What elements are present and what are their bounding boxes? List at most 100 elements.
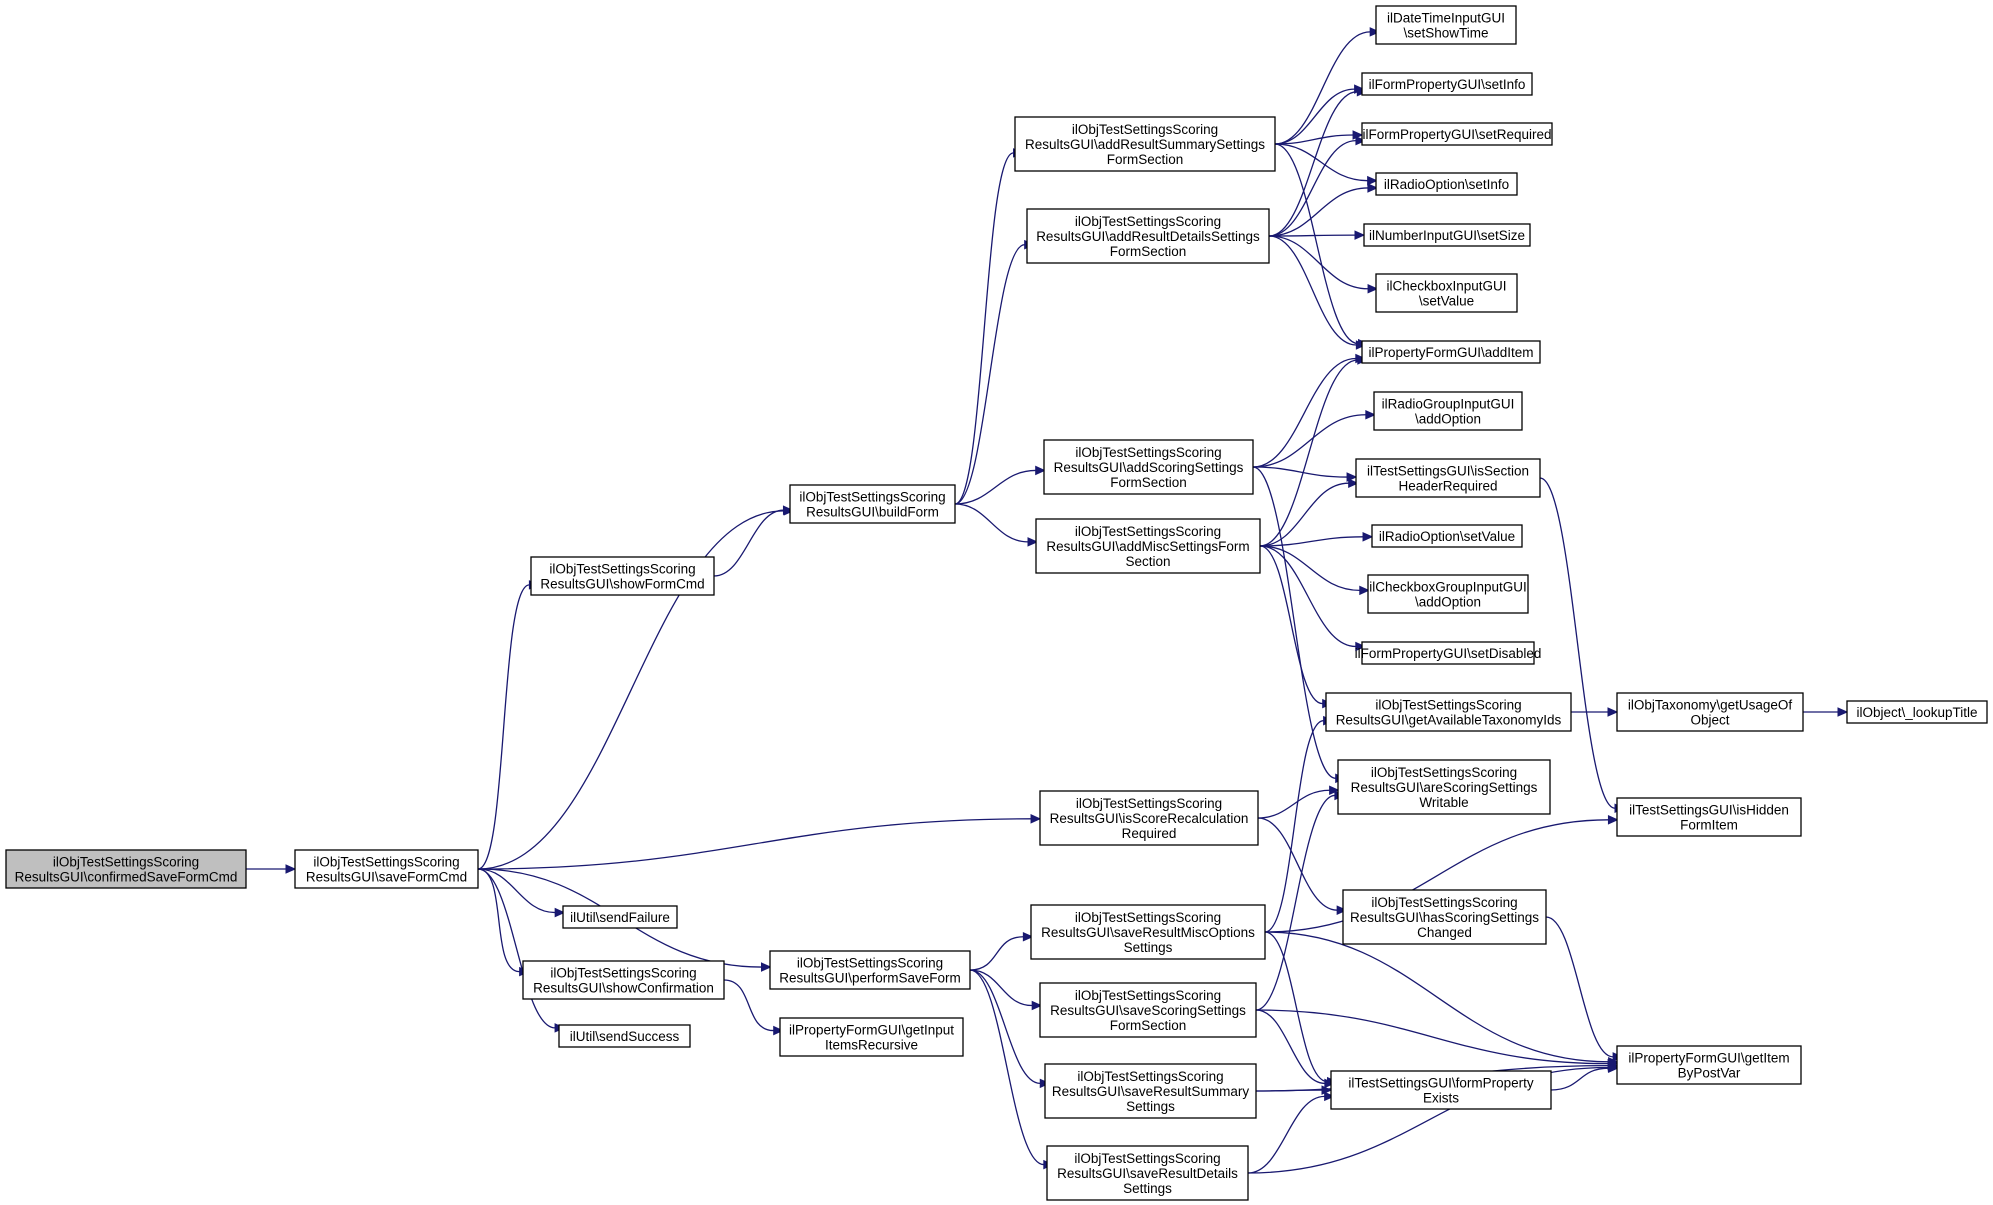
function-node[interactable]: ilObjTestSettingsScoringResultsGUI\getAv… — [1325, 692, 1572, 732]
edge-n17-n33 — [1247, 1091, 1335, 1174]
edge-n33-n36 — [1550, 1063, 1619, 1091]
node-label-line: ResultsGUI\hasScoringSettings — [1350, 910, 1539, 925]
edge-n30-n34 — [1571, 707, 1619, 717]
arrowhead — [1365, 410, 1377, 420]
node-box — [1355, 458, 1541, 498]
edge-line — [1274, 31, 1371, 145]
node-label-line: ilUtil\sendFailure — [570, 910, 670, 925]
node-box — [1342, 889, 1547, 945]
arrowhead — [1035, 465, 1046, 476]
function-node[interactable]: ilFormPropertyGUI\setInfo — [1361, 72, 1533, 96]
function-node[interactable]: ilRadioOption\setInfo — [1375, 172, 1518, 196]
node-label-line: FormSection — [1110, 1018, 1187, 1033]
node-label-line: ResultsGUI\buildForm — [806, 505, 939, 520]
function-node[interactable]: ilObjTestSettingsScoringResultsGUI\perfo… — [769, 950, 971, 990]
node-label-line: FormSection — [1110, 244, 1187, 259]
edge-n11-n24 — [1252, 353, 1367, 468]
function-node[interactable]: ilFormPropertyGUI\setRequired — [1361, 122, 1553, 146]
edge-line — [969, 969, 1033, 1007]
node-box — [1367, 574, 1529, 614]
function-node[interactable]: ilObject\_lookupTitle — [1846, 700, 1988, 724]
function-node[interactable]: ilObjTestSettingsScoringResultsGUI\showF… — [530, 556, 715, 596]
node-box — [1044, 1063, 1257, 1119]
function-node[interactable]: ilObjTestSettingsScoringResultsGUI\hasSc… — [1342, 889, 1547, 945]
arrowhead — [782, 505, 794, 515]
arrowhead — [1022, 931, 1034, 942]
edge-line — [1264, 931, 1328, 1083]
edge-line — [1539, 477, 1616, 809]
edge-n0-n1 — [246, 864, 297, 874]
edge-line — [954, 503, 1029, 543]
node-label-line: ilPropertyFormGUI\getItem — [1628, 1051, 1789, 1066]
function-node[interactable]: ilObjTestSettingsScoringResultsGUI\showC… — [522, 960, 725, 1000]
node-box — [1325, 692, 1572, 732]
node-label-line: ResultsGUI\addScoringSettings — [1054, 460, 1244, 475]
node-label-line: FormItem — [1680, 818, 1738, 833]
node-label-line: ResultsGUI\showConfirmation — [533, 981, 714, 996]
edge-n12-n30 — [1259, 545, 1333, 709]
arrowhead — [1355, 641, 1367, 652]
node-box — [1337, 759, 1551, 815]
edge-line — [1252, 414, 1366, 468]
edge-n14-n33 — [1264, 931, 1338, 1087]
function-node[interactable]: ilObjTestSettingsScoringResultsGUI\saveR… — [1044, 1063, 1257, 1119]
function-node[interactable]: ilObjTestSettingsScoringResultsGUI\isSco… — [1039, 790, 1259, 846]
node-label-line: ilObjTestSettingsScoring — [1077, 1069, 1223, 1084]
edge-line — [954, 244, 1025, 505]
edge-line — [1252, 466, 1336, 779]
arrowhead — [1367, 283, 1379, 294]
function-node[interactable]: ilRadioOption\setValue — [1371, 524, 1523, 548]
function-node[interactable]: ilFormPropertyGUI\setDisabled — [1355, 641, 1542, 665]
edge-line — [477, 584, 530, 870]
node-label-line: Section — [1125, 554, 1170, 569]
function-node[interactable]: ilUtil\sendSuccess — [558, 1024, 691, 1048]
edge-line — [969, 936, 1024, 971]
node-label-line: ilObjTestSettingsScoring — [1375, 698, 1521, 713]
function-node[interactable]: ilUtil\sendFailure — [562, 905, 678, 929]
function-node[interactable]: ilObjTestSettingsScoringResultsGUI\saveR… — [1046, 1145, 1249, 1201]
edge-line — [1247, 1095, 1325, 1174]
arrowhead — [1607, 815, 1619, 825]
node-label-line: \setShowTime — [1403, 26, 1488, 41]
node-box — [1014, 116, 1276, 172]
function-node[interactable]: ilObjTestSettingsScoringResultsGUI\build… — [789, 484, 956, 524]
function-node[interactable]: ilObjTestSettingsScoringResultsGUI\saveS… — [1039, 982, 1257, 1038]
node-label-line: ResultsGUI\confirmedSaveFormCmd — [15, 870, 238, 885]
node-box — [1361, 72, 1533, 96]
function-node[interactable]: ilPropertyFormGUI\addItem — [1361, 340, 1541, 364]
edge-line — [1268, 235, 1357, 346]
function-node[interactable]: ilObjTestSettingsScoringResultsGUI\addRe… — [1026, 208, 1270, 264]
function-node[interactable]: ilCheckboxGroupInputGUI\addOption — [1367, 574, 1529, 614]
node-label-line: ilCheckboxGroupInputGUI — [1369, 580, 1527, 595]
edge-n26-n35 — [1539, 477, 1626, 813]
function-node[interactable]: ilObjTestSettingsScoringResultsGUI\addMi… — [1035, 518, 1261, 574]
edge-n3-n11 — [954, 465, 1046, 505]
edge-n12-n28 — [1259, 545, 1371, 596]
node-label-line: ResultsGUI\saveResultMiscOptions — [1041, 925, 1255, 940]
root-function-node[interactable]: ilObjTestSettingsScoringResultsGUI\confi… — [5, 849, 247, 889]
node-label-line: Writable — [1419, 795, 1468, 810]
edge-n3-n9 — [954, 148, 1024, 505]
arrowhead — [1359, 585, 1371, 596]
edge-line — [1274, 143, 1368, 182]
node-label-line: ilCheckboxInputGUI — [1386, 279, 1506, 294]
function-node[interactable]: ilDateTimeInputGUI\setShowTime — [1375, 5, 1517, 45]
function-node[interactable]: ilObjTestSettingsScoringResultsGUI\addRe… — [1014, 116, 1276, 172]
arrowhead — [1837, 707, 1849, 717]
function-node[interactable]: ilRadioGroupInputGUI\addOption — [1373, 391, 1523, 431]
function-node[interactable]: ilObjTestSettingsScoringResultsGUI\areSc… — [1337, 759, 1551, 815]
function-node[interactable]: ilCheckboxInputGUI\setValue — [1375, 273, 1518, 313]
function-node[interactable]: ilObjTestSettingsScoringResultsGUI\saveR… — [1030, 904, 1266, 960]
node-box — [1373, 391, 1523, 431]
function-node[interactable]: ilObjTestSettingsScoringResultsGUI\saveF… — [294, 849, 479, 889]
function-node[interactable]: ilTestSettingsGUI\isSectionHeaderRequire… — [1355, 458, 1541, 498]
function-node[interactable]: ilNumberInputGUI\setSize — [1363, 223, 1531, 247]
arrowhead — [1607, 707, 1619, 717]
function-node[interactable]: ilObjTestSettingsScoringResultsGUI\addSc… — [1043, 439, 1254, 495]
